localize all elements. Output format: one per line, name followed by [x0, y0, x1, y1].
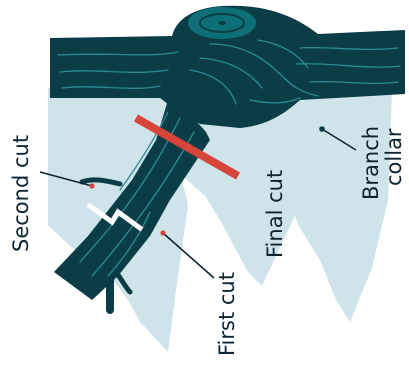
branch-collar-leader-dot [319, 126, 325, 132]
second-cut-leader-dot [89, 183, 95, 189]
foliage-shape-right [290, 88, 392, 322]
second-cut-gap [86, 202, 144, 232]
branch-bark-texture [79, 111, 195, 277]
branch-collar-leader [321, 128, 357, 151]
branch-collar-label-line2: collar [382, 128, 406, 186]
second-cut-leader [39, 171, 93, 187]
first-cut-label: First cut [215, 272, 239, 356]
trunk [50, 5, 405, 128]
left-twig [79, 177, 123, 187]
first-cut-leader [162, 232, 215, 279]
final-cut-label: Final cut [263, 170, 287, 258]
second-cut-label: Second cut [9, 135, 33, 252]
cut-stub-ring [199, 13, 245, 33]
branch-collar-label-line1: Branch [359, 126, 383, 200]
leader-lines [39, 126, 357, 279]
branch-body [54, 100, 210, 300]
trunk-bark-texture [57, 39, 401, 105]
cut-stub-pith [218, 21, 226, 25]
branch [54, 100, 210, 314]
first-cut-leader-dot [160, 230, 166, 236]
trunk-body [50, 5, 405, 128]
labels: Second cut First cut Final cut Branch co… [9, 126, 406, 356]
final-cut-marker [134, 114, 240, 180]
lower-twig-side [113, 269, 133, 295]
